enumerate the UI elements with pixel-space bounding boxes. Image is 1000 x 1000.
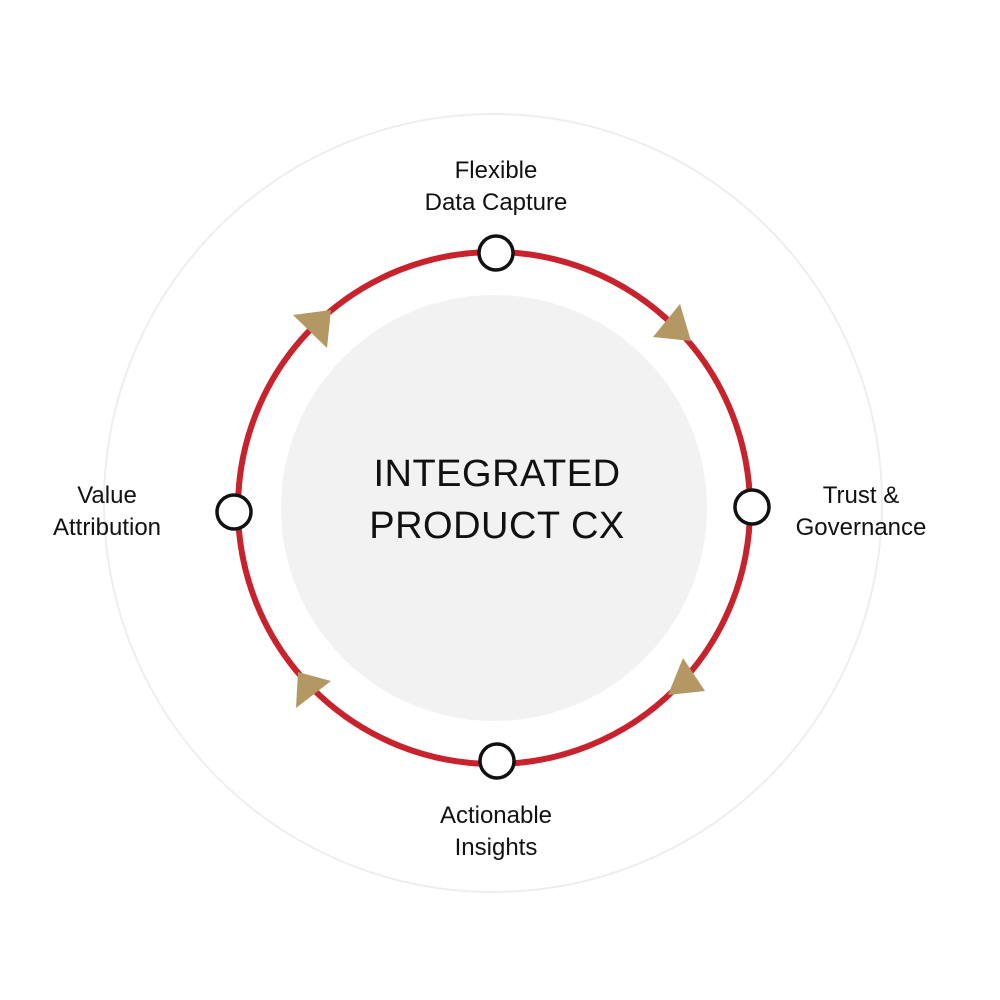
node-label-line: Flexible: [454, 157, 538, 184]
node-marker-right: [733, 488, 771, 526]
center-disc: [281, 295, 707, 721]
node-label-line: Insights: [454, 834, 538, 861]
center-title-line-1: INTEGRATED: [373, 453, 621, 495]
node-label-actionable-insights: Actionable Insights: [396, 800, 596, 864]
center-title: INTEGRATED PRODUCT CX: [300, 448, 694, 552]
node-label-trust-governance: Trust & Governance: [776, 480, 946, 544]
flow-arrow-bottom-right: [668, 658, 705, 695]
node-marker-bottom: [478, 742, 516, 780]
node-label-line: Attribution: [52, 514, 162, 541]
node-label-line: Value: [77, 482, 137, 509]
center-title-line-2: PRODUCT CX: [369, 505, 625, 547]
flow-arrow-top-right: [653, 304, 691, 341]
node-marker-top: [477, 234, 515, 272]
node-label-value-attribution: Value Attribution: [22, 480, 192, 544]
node-label-line: Actionable: [439, 802, 553, 829]
node-label-line: Data Capture: [424, 189, 568, 216]
node-label-line: Trust &: [822, 482, 900, 509]
node-label-line: Governance: [795, 514, 927, 541]
flow-arrow-bottom-left: [296, 672, 331, 708]
node-label-flexible-data-capture: Flexible Data Capture: [396, 155, 596, 219]
outer-ring: [103, 113, 883, 893]
flow-arrow-top-left: [293, 310, 331, 348]
node-marker-left: [215, 493, 253, 531]
